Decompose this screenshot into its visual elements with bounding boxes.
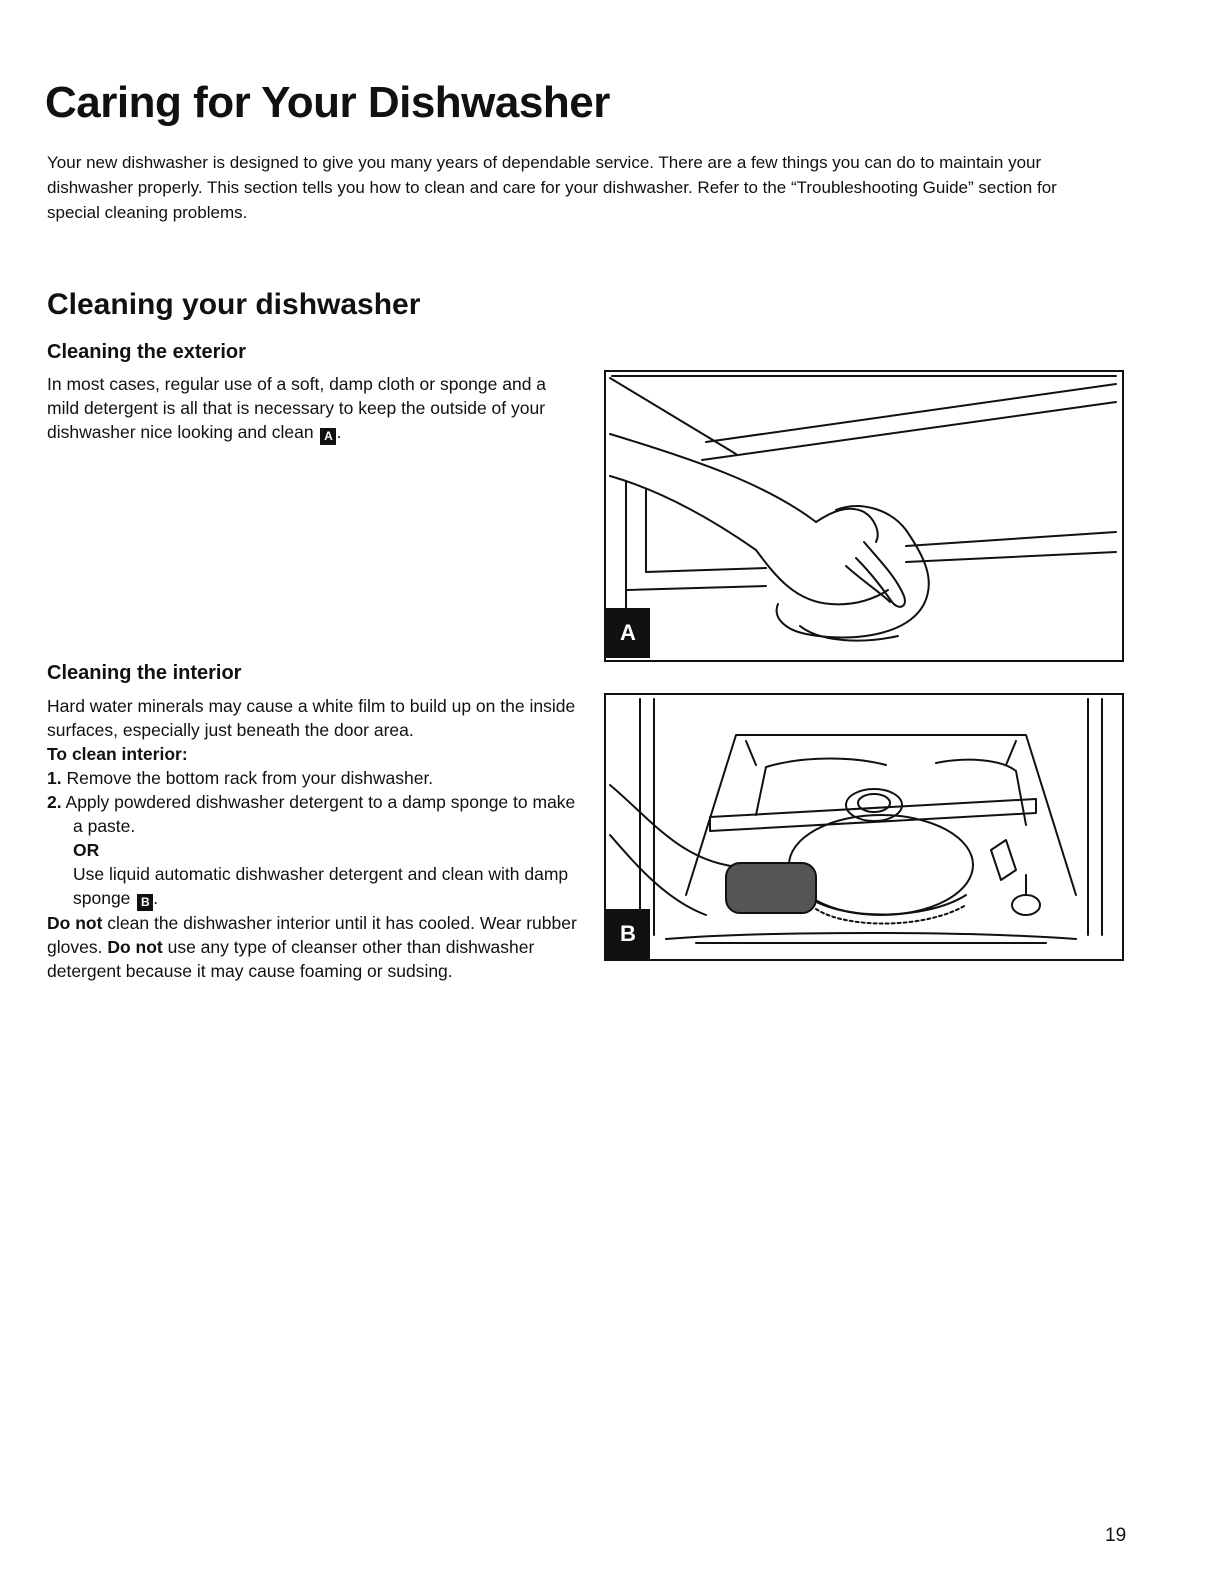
interior-heading: Cleaning the interior	[47, 662, 242, 684]
step-2-number: 2.	[47, 792, 62, 812]
exterior-heading: Cleaning the exterior	[47, 341, 246, 363]
interior-warning: Do not clean the dishwasher interior unt…	[47, 911, 577, 983]
figure-b-label: B	[606, 909, 650, 959]
figure-b-reference-badge: B	[137, 894, 154, 911]
interior-section: Hard water minerals may cause a white fi…	[47, 694, 577, 983]
alt-step-end-punct: .	[153, 888, 159, 908]
exterior-paragraph: In most cases, regular use of a soft, da…	[47, 372, 577, 445]
figure-a-label: A	[606, 608, 650, 658]
interior-alt-step: Use liquid automatic dishwasher detergen…	[47, 862, 577, 911]
figure-b-cleaning-interior: B	[604, 693, 1124, 961]
figure-b-illustration	[609, 698, 1103, 944]
figure-a-wiping-exterior: A	[604, 370, 1124, 662]
figure-a-illustration	[609, 375, 1117, 642]
step-1-text: Remove the bottom rack from your dishwas…	[66, 768, 434, 788]
warning-bold-1: Do not	[47, 913, 103, 933]
interior-or: OR	[73, 840, 100, 860]
warning-text-2: use any type of cleanser other than dish…	[47, 937, 535, 981]
interior-intro: Hard water minerals may cause a white fi…	[47, 696, 576, 740]
exterior-section: In most cases, regular use of a soft, da…	[47, 372, 577, 445]
alt-step-text: Use liquid automatic dishwasher detergen…	[73, 864, 569, 908]
step-2-text: Apply powdered dishwasher detergent to a…	[65, 792, 576, 836]
page-number: 19	[1105, 1525, 1127, 1546]
step-1-number: 1.	[47, 768, 62, 788]
warning-text-1: clean the dishwasher interior until it h…	[47, 913, 577, 957]
warning-bold-2: Do not	[107, 937, 163, 957]
intro-paragraph: Your new dishwasher is designed to give …	[47, 153, 1057, 222]
interior-step-2: 2. Apply powdered dishwasher detergent t…	[47, 790, 577, 838]
section-heading: Cleaning your dishwasher	[47, 288, 421, 321]
interior-step-1: 1. Remove the bottom rack from your dish…	[47, 766, 577, 790]
page-title: Caring for Your Dishwasher	[45, 78, 610, 127]
exterior-end-punct: .	[336, 422, 342, 442]
figure-a-reference-badge: A	[320, 428, 337, 445]
interior-subheading: To clean interior:	[47, 744, 188, 764]
exterior-text: In most cases, regular use of a soft, da…	[47, 374, 547, 442]
